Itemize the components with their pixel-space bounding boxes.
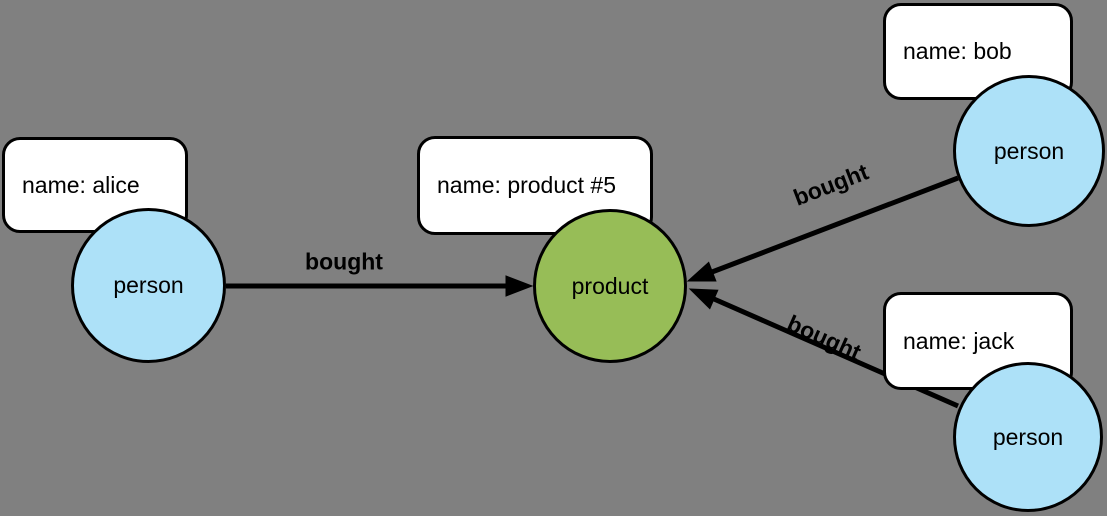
arrowhead-left-up-icon bbox=[686, 261, 717, 282]
property-box-product: name: product #5 bbox=[417, 136, 653, 235]
arrowhead-left-down-icon bbox=[688, 288, 719, 310]
node-person-bob: person bbox=[953, 75, 1105, 227]
property-text-jack: name: jack bbox=[903, 327, 1015, 354]
property-text-bob: name: bob bbox=[903, 38, 1012, 64]
edge-alice-bought-product bbox=[226, 275, 534, 297]
node-person-jack: person bbox=[953, 362, 1103, 512]
node-label-jack: person bbox=[992, 423, 1064, 450]
node-label-product: product bbox=[571, 272, 649, 299]
node-label-alice: person bbox=[113, 272, 184, 298]
property-text-product: name: product #5 bbox=[437, 172, 617, 198]
property-text-alice: name: alice bbox=[22, 171, 140, 198]
node-product: product bbox=[533, 209, 687, 363]
edge-bob-bought-product bbox=[686, 175, 959, 282]
node-label-bob: person bbox=[993, 137, 1065, 164]
edge-label-alice-bought: bought bbox=[305, 248, 383, 275]
arrowhead-right-icon bbox=[505, 275, 534, 297]
node-person-alice: person bbox=[71, 208, 226, 363]
